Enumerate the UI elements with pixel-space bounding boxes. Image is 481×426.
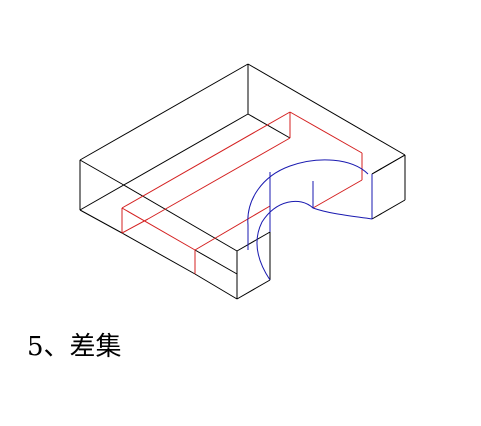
figure-caption: 5、差集 <box>27 332 122 362</box>
black-outline-edges <box>79 63 406 300</box>
red-slot-edges <box>121 111 363 274</box>
blue-arc-edges <box>247 159 373 281</box>
